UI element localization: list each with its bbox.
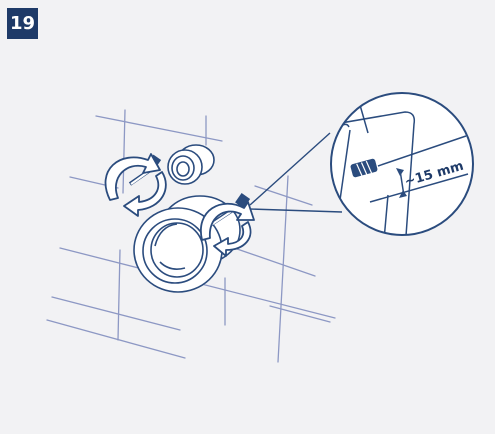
wall-tile-grid [46, 109, 336, 363]
rotate-arrow-icon [104, 153, 167, 217]
step-number: 19 [9, 13, 36, 34]
rotate-arrow-icon [199, 201, 255, 257]
magnifier-callout: ~15 mm [330, 92, 474, 236]
pipe-connector [167, 144, 215, 185]
step-number-badge: 19 [7, 8, 38, 39]
callout-pointer [249, 132, 343, 213]
screw-detail [350, 158, 378, 178]
